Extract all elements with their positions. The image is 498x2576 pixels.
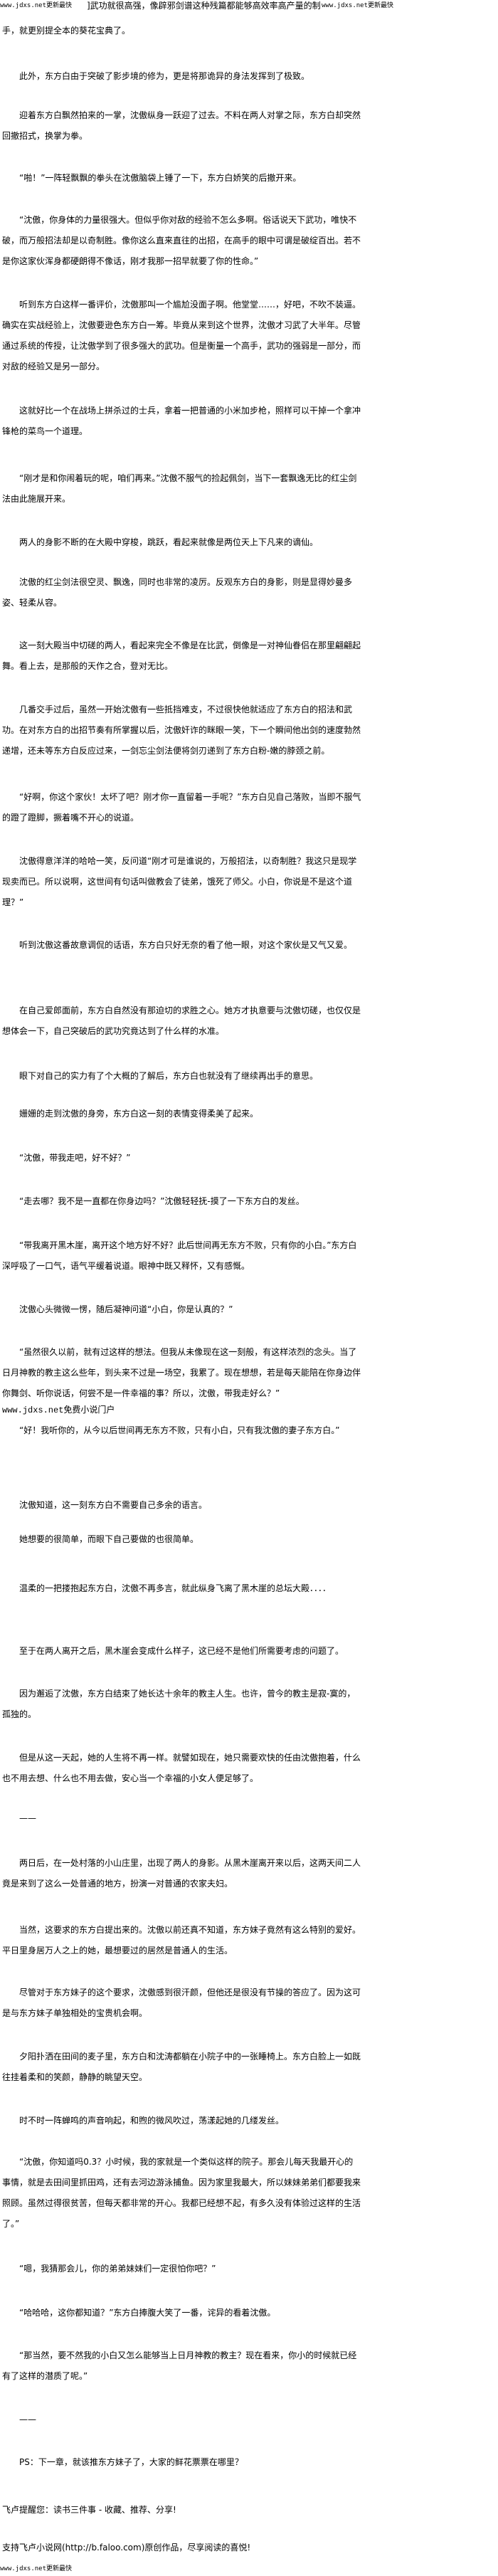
paragraph: “沈傲，你身体的力量很强大。但似乎你对敌的经验不怎么多啊。俗话说天下武功，唯快不… — [2, 215, 361, 266]
paragraph: 两日后，在一处村落的小山庄里，出现了两人的身影。从黑木崖离开来以后，这两天间二人… — [2, 1858, 361, 1889]
paragraph: “哈哈哈，这你都知道？”东方白捧腹大笑了一番，诧异的看着沈傲。 — [19, 2308, 276, 2318]
paragraph: 沈傲的红尘剑法很空灵、飘逸，同时也非常的凌厉。反观东方白的身影，则是显得妙曼多姿… — [2, 577, 353, 608]
footer-reminder: 飞卢提醒您：读书三件事 - 收藏、推荐、分享! — [2, 2505, 176, 2515]
paragraph: “刚才是和你闹着玩的呢，咱们再来。”沈傲不服气的捡起佩剑，当下一套飘逸无比的红尘… — [2, 473, 357, 504]
paragraph: 听到沈傲这番故意调侃的话语，东方白只好无奈的看了他一眼，对这个家伙是又气又爱。 — [19, 940, 353, 950]
paragraph: 夕阳扑洒在田间的麦子里，东方白和沈涛都躺在小院子中的一张睡椅上。东方白脸上一如既… — [2, 2052, 361, 2082]
paragraph: “好啊，你这个家伙！太坏了吧？刚才你一直留着一手呢？”东方白见自己落败，当即不服… — [2, 792, 361, 823]
paragraph: 因为邂逅了沈傲，东方白结束了她长达十余年的教主人生。也许，曾今的教主是寂-寞的，… — [2, 1689, 356, 1719]
paragraph: 在自己爱郎面前，东方白自然没有那迫切的求胜之心。她方才执意要与沈傲切磋，也仅仅是… — [2, 1005, 361, 1036]
paragraph: “啪！”一阵轻飘飘的拳头在沈傲脑袋上锤了一下，东方白娇笑的后撤开来。 — [19, 173, 302, 183]
paragraph: “沈傲，带我走吧，好不好？” — [19, 1153, 131, 1163]
paragraph: “沈傲，你知道吗0.3？小时候，我的家就是一个类似这样的院子。那会儿每天我最开心… — [2, 2157, 361, 2229]
paragraph: 沈傲知道，这一刻东方白不需要自己多余的语言。 — [19, 1500, 208, 1510]
paragraph: 她想要的很简单，而眼下自己要做的也很简单。 — [19, 1534, 199, 1544]
paragraph: “那当然，要不然我的小白又怎么能够当上日月神教的教主？现在看来，你小的时候就已经… — [2, 2350, 357, 2381]
paragraph: 这就好比一个在战场上拼杀过的士兵，拿着一把普通的小米加步枪，照样可以干掉一个拿冲… — [2, 406, 361, 436]
paragraph: “嗯，我猜那会儿，你的弟弟妹妹们一定很怕你吧？” — [19, 2264, 216, 2274]
paragraph: “走去哪？我不是一直都在你身边吗？”沈傲轻轻抚-摸了一下东方白的发丝。 — [19, 1196, 304, 1206]
paragraph: 姗姗的走到沈傲的身旁，东方白这一刻的表情变得柔美了起来。 — [19, 1109, 259, 1119]
paragraph: 时不时一阵蝉鸣的声音响起，和煦的微风吹过，荡漾起她的几缕发丝。 — [19, 2116, 285, 2126]
paragraph: 听到东方白这样一番评价，沈傲那叫一个尴尬没面子啊。他堂堂……，好吧，不吹不装逼。… — [2, 300, 361, 371]
paragraph: 几番交手过后，虽然一开始沈傲有一些抵挡难支，不过很快他就适应了东方白的招法和武功… — [2, 704, 361, 756]
section-separator: —— — [19, 2414, 36, 2424]
paragraph: 两人的身影不断的在大殿中穿梭，跳跃，看起来就像是两位天上下凡来的谪仙。 — [19, 537, 319, 547]
paragraph: 当然，这要求的东方白提出来的。沈傲以前还真不知道，东方妹子竟然有这么特别的爱好。… — [2, 1925, 361, 1955]
watermark-bottom[interactable]: www.jdxs.net更新最快 — [0, 2563, 73, 2575]
footer-support[interactable]: 支持飞卢小说网(http://b.faloo.com)原创作品，尽享阅读的喜悦! — [2, 2543, 251, 2553]
paragraph: 这一刻大殿当中切磋的两人，看起来完全不像是在比武，倒像是一对神仙眷侣在那里翩翩起… — [2, 640, 361, 671]
paragraph: 沈傲得意洋洋的哈哈一笑，反问道“刚才可是谁说的，万般招法，以奇制胜？我这只是现学… — [2, 856, 357, 907]
paragraph: 迎着东方白飘然拍来的一掌，沈傲纵身一跃迎了过去。不料在两人对掌之际，东方白却突然… — [2, 110, 361, 141]
paragraph: “带我离开黑木崖，离开这个地方好不好？此后世间再无东方不败，只有你的小白。”东方… — [2, 1240, 357, 1271]
watermark-mid[interactable]: www.jdxs.net免费小说门户 — [2, 1405, 115, 1415]
paragraph: 但是从这一天起，她的人生将不再一样。就譬如现在，她只需要欢快的任由沈傲抱着，什么… — [2, 1753, 361, 1783]
paragraph: 温柔的一把搂抱起东方白，沈傲不再多言，就此纵身飞离了黑木崖的总坛大殿．．．． — [19, 1583, 332, 1593]
watermark-top-right[interactable]: www.jdxs.net更新最快 — [322, 0, 394, 11]
paragraph: 此外，东方白由于突破了影步境的修为，更是将那诡异的身法发挥到了极致。 — [19, 71, 310, 81]
section-separator: —— — [19, 1813, 36, 1823]
paragraph: 至于在两人离开之后，黑木崖会变成什么样子，这已经不是他们所需要考虑的问题了。 — [19, 1646, 344, 1656]
truncated-top-line: ]武功就很高强，像辟邪剑谱这种残篇都能够高效率高产量的制 — [87, 1, 321, 11]
paragraph: “虽然很久以前，就有过这样的想法。但我从未像现在这一刻般，有这样浓烈的念头。当了… — [2, 1347, 361, 1398]
watermark-top-left[interactable]: www.jdxs.net更新最快 — [0, 0, 73, 11]
paragraph: 沈傲心头微微一愣，随后凝神问道“小白，你是认真的？” — [19, 1304, 233, 1314]
paragraph: 尽管对于东方妹子的这个要求，沈傲感到很汗颜，但他还是很没有节操的答应了。因为这可… — [2, 1988, 361, 2018]
paragraph: 手，就更别提全本的葵花宝典了。 — [2, 26, 131, 36]
paragraph: “好！我听你的，从今以后世间再无东方不败，只有小白，只有我沈傲的妻子东方白。” — [19, 1425, 340, 1435]
author-ps: PS：下一章，就该推东方妹子了，大家的鲜花票票在哪里？ — [19, 2457, 243, 2467]
paragraph: 眼下对自己的实力有了个大概的了解后，东方白也就没有了继续再出手的意思。 — [19, 1071, 319, 1081]
